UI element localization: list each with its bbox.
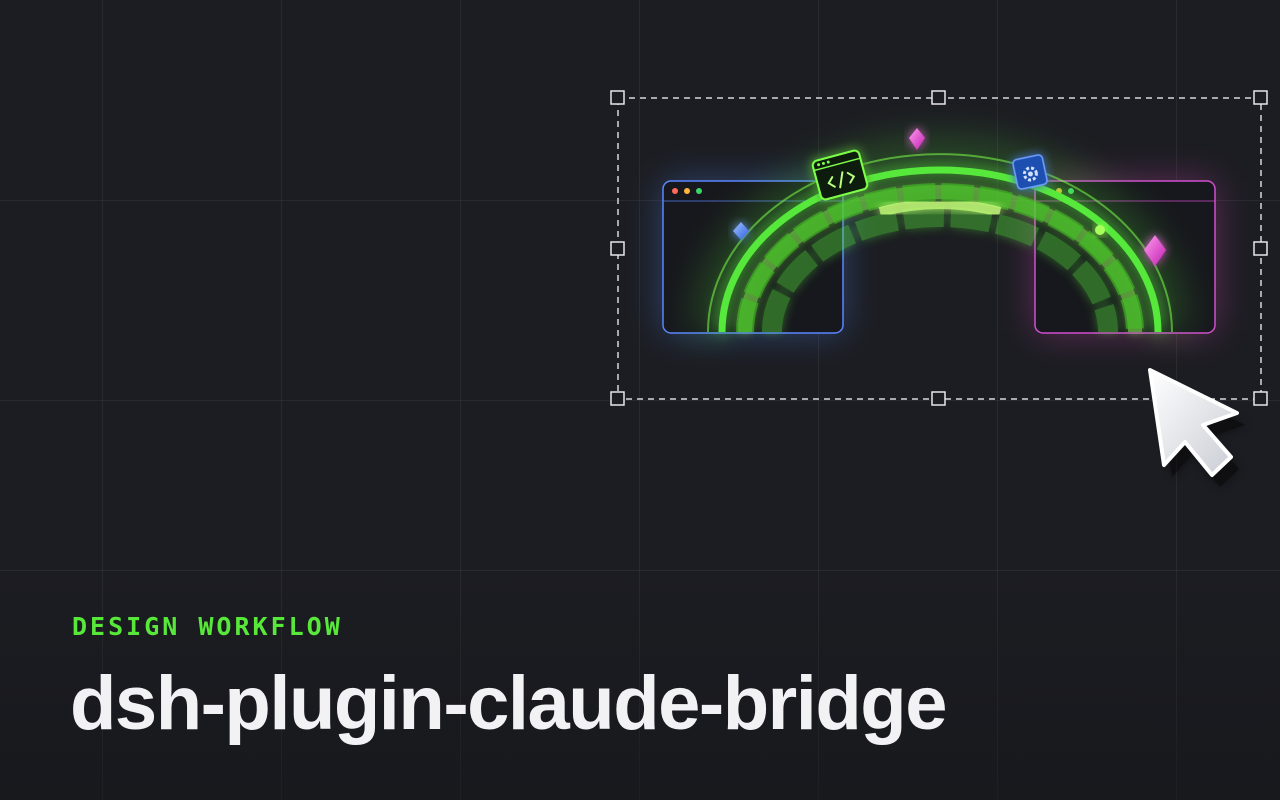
- selection-bounding-box[interactable]: [610, 90, 1268, 406]
- resize-handle-top[interactable]: [931, 90, 946, 105]
- cursor-arrow-icon: [1148, 368, 1245, 487]
- resize-handle-top-left[interactable]: [610, 90, 625, 105]
- resize-handle-bottom[interactable]: [931, 391, 946, 406]
- page-title: dsh-plugin-claude-bridge: [70, 661, 947, 746]
- resize-handle-left[interactable]: [610, 241, 625, 256]
- bottom-fade: [0, 560, 1280, 800]
- category-label: DESIGN WORKFLOW: [72, 612, 343, 641]
- gear-window-icon: [1012, 154, 1048, 190]
- code-window-icon: [811, 149, 869, 201]
- green-bridge-arc: [695, 139, 1185, 333]
- resize-handle-top-right[interactable]: [1253, 90, 1268, 105]
- resize-handle-bottom-right[interactable]: [1253, 391, 1268, 406]
- crystal-gem-icon: [733, 128, 1166, 266]
- resize-handle-bottom-left[interactable]: [610, 391, 625, 406]
- resize-handle-right[interactable]: [1253, 241, 1268, 256]
